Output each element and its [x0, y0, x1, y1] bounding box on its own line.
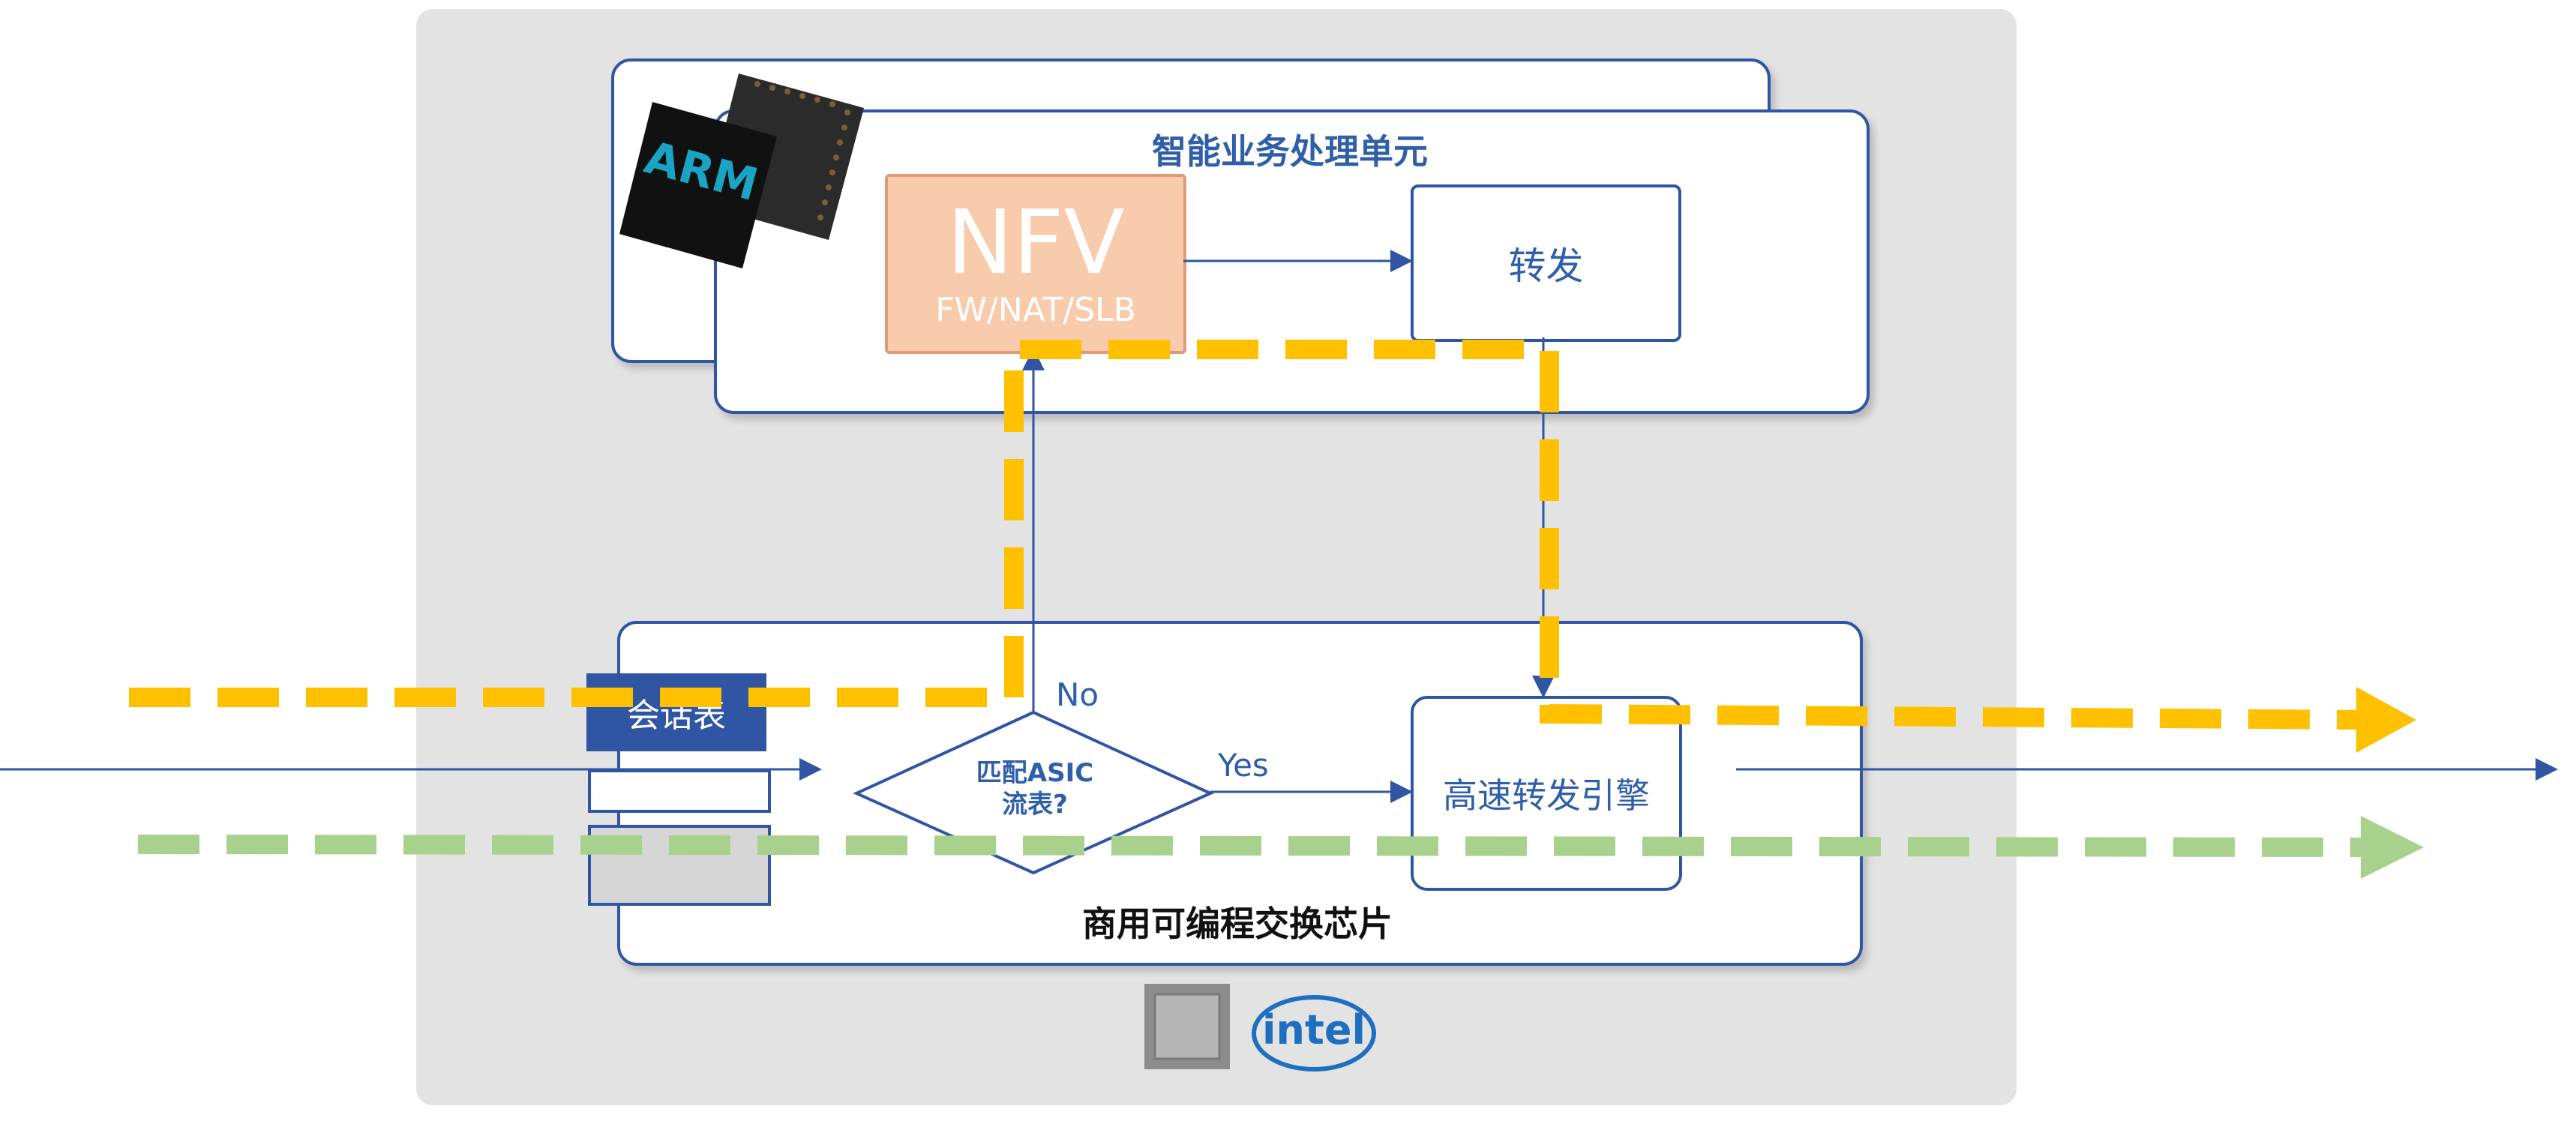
- forward-label: 转发: [1508, 244, 1584, 288]
- fast-path-green: [137, 835, 2363, 857]
- decision-diamond: [853, 710, 1214, 875]
- switch-chip-title: 商用可编程交换芯片: [1082, 904, 1393, 944]
- nfv-box: NFV FW/NAT/SLB: [885, 174, 1186, 354]
- no-label: No: [1056, 676, 1099, 713]
- intel-logo-icon: intel: [1252, 995, 1376, 1072]
- high-speed-engine-box: 高速转发引擎: [1411, 696, 1682, 891]
- forward-box: 转发: [1411, 184, 1681, 342]
- nfv-title: NFV: [946, 190, 1125, 294]
- service-unit-title: 智能业务处理单元: [1152, 131, 1428, 172]
- session-table-row: [588, 769, 771, 813]
- fast-path-arrowhead: [2361, 816, 2424, 879]
- slow-path-arrowhead: [2356, 687, 2416, 753]
- decision-line2: 流表?: [1002, 790, 1068, 820]
- decision-line1: 匹配ASIC: [976, 758, 1094, 788]
- arm-chip-icon: ARM: [619, 73, 864, 268]
- nfv-subtitle: FW/NAT/SLB: [935, 291, 1136, 329]
- intel-logo-text: intel: [1262, 1006, 1366, 1054]
- yes-label: Yes: [1218, 747, 1269, 784]
- decision-label: 匹配ASIC 流表?: [930, 757, 1140, 820]
- engine-label: 高速转发引擎: [1443, 775, 1650, 816]
- intel-chip-icon: [1144, 984, 1230, 1069]
- slow-path-yellow: [129, 340, 2363, 730]
